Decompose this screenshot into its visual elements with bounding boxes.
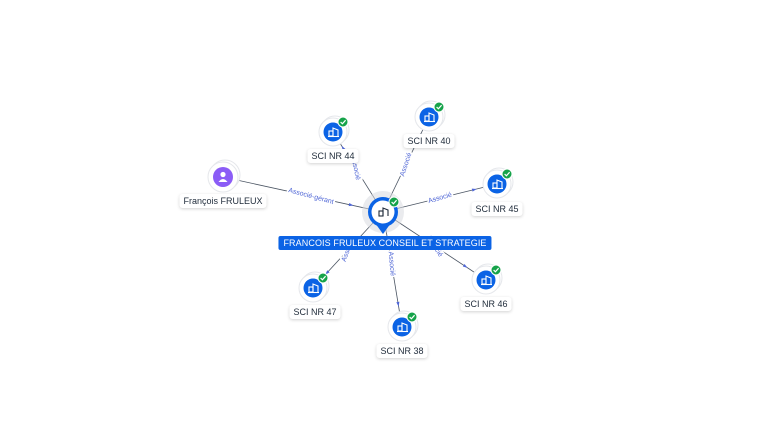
person-relation-edge (222, 176, 384, 213)
person-icon (218, 171, 228, 182)
company-building-icon (481, 275, 492, 286)
company-label[interactable]: SCI NR 46 (460, 297, 512, 311)
person-relation-arrow-icon (348, 203, 354, 207)
company-building-icon (397, 322, 408, 333)
company-building-icon (378, 207, 389, 217)
center-company-label[interactable]: FRANCOIS FRULEUX CONSEIL ET STRATEGIE (278, 236, 492, 250)
company-building-icon (328, 127, 339, 138)
sci-relation-4-arrow-icon (462, 263, 468, 268)
sci-relation-6-arrow-icon (325, 270, 330, 275)
company-building-icon (492, 179, 503, 190)
check-badge-icon (433, 101, 445, 113)
person-label[interactable]: François FRULEUX (179, 194, 267, 208)
check-badge-icon (337, 116, 349, 128)
company-label[interactable]: SCI NR 40 (403, 134, 455, 148)
sci-relation-3-arrow-icon (471, 188, 477, 192)
sci-relation-5-arrow-icon (396, 301, 400, 307)
check-badge-icon (406, 311, 418, 323)
company-label[interactable]: SCI NR 47 (289, 305, 341, 319)
sci-relation-1-edge-label: Associé (349, 155, 361, 181)
sci-relation-5-edge-label: Associé (387, 251, 396, 276)
person-relation-edge-label: Associé-gérant (287, 187, 334, 206)
sci-relation-3-edge-label: Associé (427, 192, 453, 206)
company-label[interactable]: SCI NR 38 (376, 344, 428, 358)
company-building-icon (424, 112, 435, 123)
check-badge-icon (317, 272, 329, 284)
check-badge-icon (490, 264, 502, 276)
person-node[interactable] (207, 159, 241, 193)
sci-relation-2-edge-label: Associé (399, 152, 413, 178)
check-badge-icon (388, 196, 400, 208)
company-building-icon (308, 283, 319, 294)
company-label[interactable]: SCI NR 44 (307, 149, 359, 163)
company-label[interactable]: SCI NR 45 (471, 202, 523, 216)
check-badge-icon (501, 168, 513, 180)
